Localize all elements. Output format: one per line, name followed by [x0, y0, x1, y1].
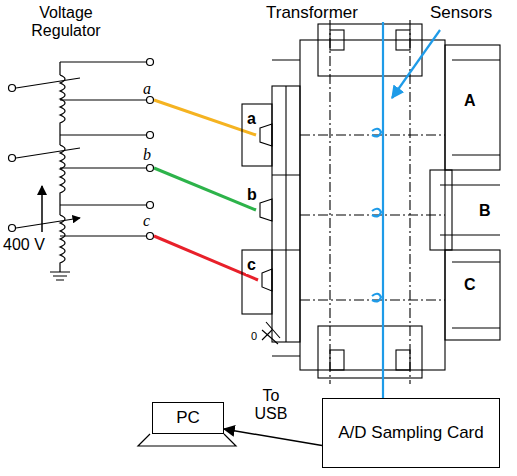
winding-label: A: [463, 92, 477, 110]
regulator-schematic: [147, 97, 154, 104]
voltage-label: 400 V: [3, 236, 45, 254]
transformer-drawing: [272, 86, 300, 342]
regulator-schematic: [60, 215, 65, 265]
regulator-schematic: [9, 225, 16, 232]
regulator-schematic: [147, 165, 154, 172]
usb-arrow: [224, 429, 322, 446]
transformer-drawing: [445, 45, 500, 170]
terminal-label: c: [143, 212, 150, 230]
voltage-arrow: [42, 186, 43, 232]
laptop-base: [138, 434, 236, 446]
sensor-line: [392, 30, 440, 98]
transformer-drawing: [272, 60, 300, 356]
terminal-label: 0: [250, 330, 258, 342]
sensor-line: [372, 22, 440, 398]
terminal-label: b: [143, 146, 151, 164]
pc-screen-box: PC: [152, 402, 224, 434]
regulator-schematic: [147, 233, 154, 240]
node-text: A/D Sampling Card: [338, 423, 484, 443]
terminal-label: a: [246, 110, 257, 128]
transformer-drawing: [272, 86, 300, 342]
sampling-card-box: A/D Sampling Card: [322, 398, 500, 468]
regulator-schematic: [16, 78, 80, 228]
transformer-drawing: [242, 104, 272, 166]
winding-label: C: [463, 276, 477, 294]
part-label: Sensors: [430, 4, 492, 23]
regulator-schematic: [50, 272, 70, 280]
terminal-label: b: [246, 186, 258, 204]
transformer-drawing: [242, 250, 272, 314]
regulator-schematic: [147, 132, 154, 139]
title-label: Voltage Regulator: [6, 4, 126, 39]
terminal-label: c: [246, 256, 257, 274]
winding-label: B: [478, 202, 492, 220]
node-text: PC: [176, 408, 200, 428]
phase-wires: [154, 168, 256, 210]
regulator-schematic: [147, 59, 154, 66]
transformer-drawing: [445, 250, 500, 340]
terminal-label: a: [143, 80, 151, 98]
transformer-drawing: [300, 135, 445, 300]
regulator-schematic: [147, 202, 154, 209]
regulator-schematic: [9, 85, 16, 92]
sensor-line: [382, 22, 384, 398]
transformer-drawing: [330, 350, 344, 370]
edge-label: To USB: [251, 387, 291, 422]
laptop-base: [138, 434, 236, 446]
regulator-schematic: [60, 145, 65, 195]
transformer-drawing: [396, 350, 410, 370]
transformer-drawing: [330, 20, 410, 384]
transformer-drawing: [440, 60, 500, 328]
sensor-line: [372, 129, 381, 302]
transformer-drawing: [318, 326, 422, 378]
regulator-schematic: [9, 155, 16, 162]
voltage-arrow: [41, 186, 43, 232]
transformer-drawing: [242, 20, 500, 384]
transformer-drawing: [262, 322, 280, 344]
phase-wires: [154, 100, 256, 135]
transformer-drawing: [430, 170, 452, 250]
part-label: Transformer: [266, 4, 358, 23]
regulator-schematic: [59, 62, 60, 272]
transformer-drawing: [260, 124, 272, 291]
transformer-drawing: [300, 40, 445, 370]
transformer-drawing: [318, 24, 422, 76]
